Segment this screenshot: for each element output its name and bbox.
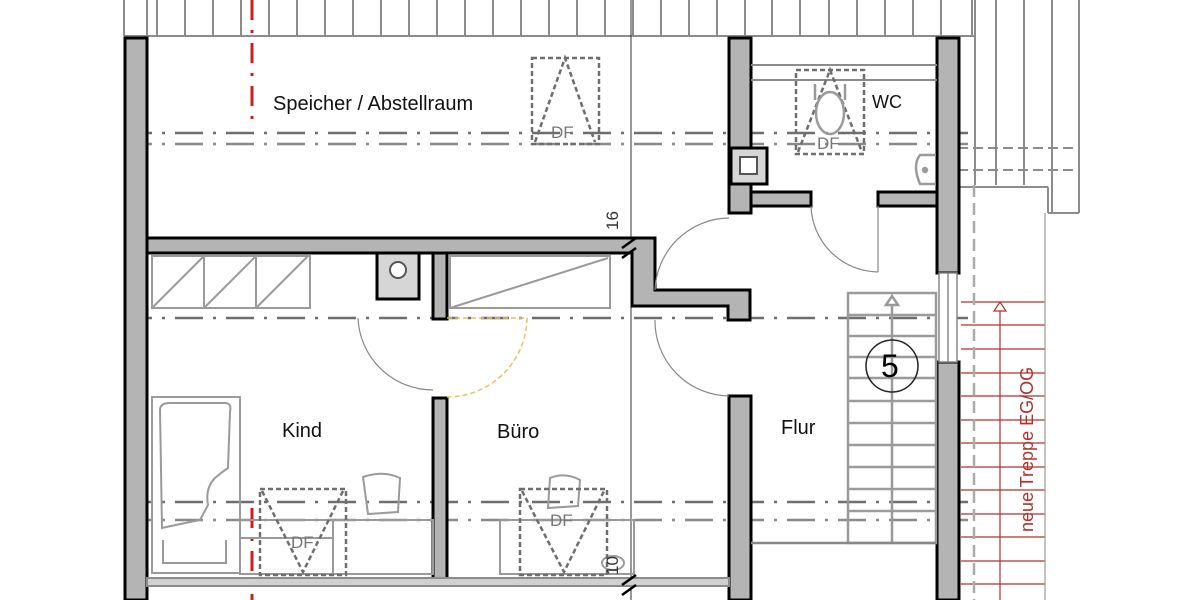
wc-fixtures — [813, 84, 936, 186]
bottom-wall — [146, 577, 730, 587]
dimension-label-bottom: 10 — [603, 556, 622, 575]
stair-number: 5 — [881, 348, 899, 384]
cabinets-kind — [151, 255, 311, 309]
room-label-wc: WC — [872, 92, 902, 112]
skylight-label-buero: DF — [550, 511, 573, 530]
door-highlight — [446, 317, 528, 398]
cabinet-buero — [449, 255, 611, 309]
roof-rafters — [123, 0, 975, 37]
room-label-buero: Büro — [497, 421, 540, 443]
window-right — [938, 272, 958, 363]
chimney-kind — [375, 251, 421, 301]
dimension-label-top: 16 — [603, 211, 622, 230]
room-label-flur: Flur — [781, 417, 816, 439]
skylight-label-wc: DF — [817, 134, 840, 153]
skylights — [258, 54, 866, 577]
walls — [123, 36, 961, 600]
stairs-existing — [751, 291, 938, 545]
new-stair-note: neue Treppe EG/OG — [1017, 366, 1037, 532]
skylight-label-speicher: DF — [551, 123, 574, 142]
roof-rafters-right — [958, 0, 1080, 214]
dim-ticks — [621, 236, 637, 597]
stair-number-circle — [865, 339, 919, 393]
skylight-label-kind: DF — [291, 533, 314, 552]
room-label-kind: Kind — [282, 420, 323, 442]
doors — [357, 205, 879, 397]
room-label-speicher: Speicher / Abstellraum — [273, 93, 474, 115]
bed-kind — [151, 396, 241, 574]
